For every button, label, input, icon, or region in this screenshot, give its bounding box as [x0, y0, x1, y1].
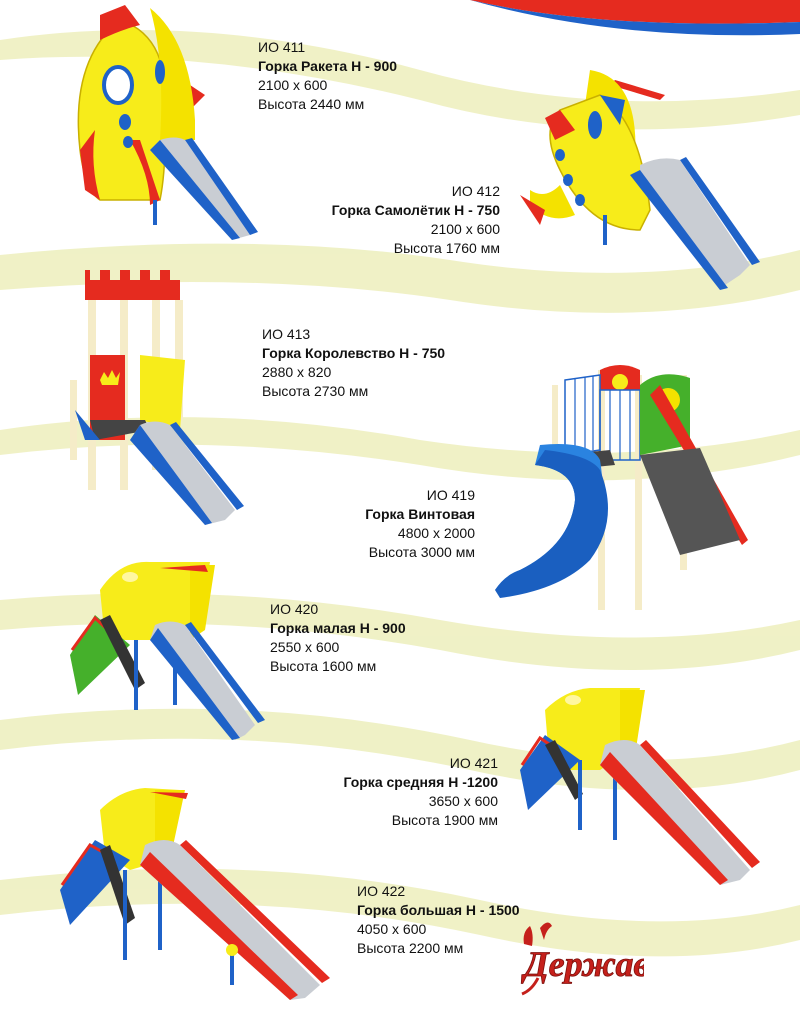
product-io411: ИО 411 Горка Ракета Н - 900 2100 х 600 В… — [258, 38, 397, 114]
product-name: Горка Ракета Н - 900 — [258, 58, 398, 74]
product-io420: ИО 420 Горка малая Н - 900 2550 х 600 Вы… — [270, 600, 406, 676]
medium-slide-image — [520, 688, 760, 885]
product-height: Высота 1760 мм — [393, 240, 500, 256]
brand-logo-text: Держава — [521, 944, 644, 984]
product-height: Высота 2200 мм — [357, 940, 464, 956]
product-io419: ИО 419 Горка Винтовая 4800 х 2000 Высота… — [300, 486, 475, 562]
product-size: 4800 х 2000 — [397, 525, 475, 541]
product-code: ИО 412 — [451, 183, 500, 199]
product-size: 4050 х 600 — [357, 921, 427, 937]
product-name: Горка Королевство Н - 750 — [262, 345, 446, 361]
product-size: 2100 х 600 — [258, 77, 328, 93]
product-height: Высота 3000 мм — [368, 544, 475, 560]
product-height: Высота 1600 мм — [270, 658, 377, 674]
product-name: Горка малая Н - 900 — [270, 620, 406, 636]
product-code: ИО 411 — [258, 39, 306, 55]
product-code: ИО 419 — [426, 487, 475, 503]
product-io412: ИО 412 Горка Самолётик Н - 750 2100 х 60… — [290, 182, 500, 258]
product-height: Высота 2730 мм — [262, 383, 369, 399]
rocket-slide-image — [77, 5, 258, 240]
product-height: Высота 2440 мм — [258, 96, 365, 112]
product-code: ИО 421 — [449, 755, 498, 771]
product-code: ИО 422 — [357, 883, 406, 899]
large-slide-image — [60, 788, 330, 1000]
product-code: ИО 413 — [262, 326, 311, 342]
product-name: Горка Винтовая — [365, 506, 475, 522]
product-size: 2880 х 820 — [262, 364, 332, 380]
product-size: 3650 х 600 — [428, 793, 498, 809]
product-code: ИО 420 — [270, 601, 319, 617]
brand-logo: Держава — [521, 922, 644, 996]
product-size: 2550 х 600 — [270, 639, 340, 655]
product-io422: ИО 422 Горка большая Н - 1500 4050 х 600… — [357, 882, 520, 958]
airplane-slide-image — [520, 70, 760, 290]
product-name: Горка средняя Н -1200 — [343, 774, 498, 790]
castle-slide-image — [70, 270, 244, 525]
small-slide-image — [70, 561, 265, 740]
product-height: Высота 1900 мм — [391, 812, 498, 828]
corner-decoration — [470, 0, 800, 36]
spiral-slide-image — [495, 365, 748, 610]
product-name: Горка большая Н - 1500 — [357, 902, 520, 918]
product-name: Горка Самолётик Н - 750 — [331, 202, 500, 218]
product-size: 2100 х 600 — [430, 221, 500, 237]
product-io421: ИО 421 Горка средняя Н -1200 3650 х 600 … — [300, 754, 498, 830]
product-io413: ИО 413 Горка Королевство Н - 750 2880 х … — [262, 325, 445, 401]
